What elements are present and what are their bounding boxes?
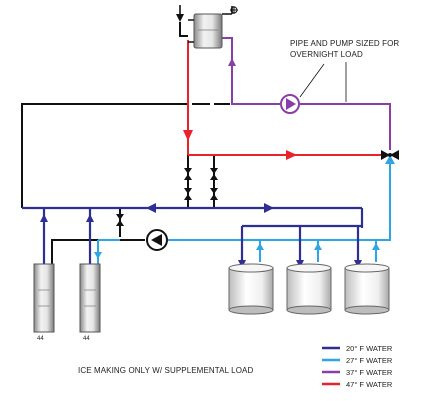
db-arrow-up-chiller1 [40, 214, 48, 222]
darkblue-piping [22, 206, 364, 265]
inlet-arrow-icon [176, 14, 184, 22]
pump-note-line1: PIPE AND PUMP SIZED FOR [290, 39, 399, 48]
chiller-1: 44 [33, 263, 55, 342]
lightblue-piping [97, 162, 391, 265]
legend: 20° F WATER 27° F WATER 37° F WATER 47° … [322, 344, 393, 389]
heat-exchanger [188, 13, 232, 49]
annotation-leaders [299, 62, 347, 102]
lb-arrow-up-3 [372, 243, 380, 250]
legend-label-37f: 37° F WATER [346, 368, 393, 377]
valve-pairs [116, 168, 218, 226]
ice-tank-2 [286, 263, 332, 315]
overnight-load-pump-icon [280, 94, 300, 114]
lb-arrow-down-chiller2 [94, 252, 102, 259]
lb-arrow-up-2 [314, 243, 322, 250]
pump-note-line2: OVERNIGHT LOAD [290, 50, 363, 59]
ice-tank-1 [228, 263, 274, 315]
legend-label-20f: 20° F WATER [346, 344, 393, 353]
three-way-valve-icon [381, 150, 399, 164]
red-flow-arrow-right [286, 150, 297, 160]
lb-arrow-up-1 [256, 243, 264, 250]
db-arrow-up-chiller2 [86, 214, 94, 222]
main-pump-icon [146, 229, 168, 251]
purple-flow-arrow-up [228, 58, 236, 66]
svg-text:44: 44 [83, 336, 90, 342]
legend-label-47f: 47° F WATER [346, 380, 393, 389]
db-arrow-right [264, 203, 274, 213]
chiller-2: 44 [79, 263, 101, 342]
legend-label-27f: 27° F WATER [346, 356, 393, 365]
svg-text:44: 44 [37, 336, 44, 342]
red-flow-arrow-down [183, 130, 193, 141]
ice-tank-3 [344, 263, 390, 315]
mode-caption: ICE MAKING ONLY W/ SUPPLEMENTAL LOAD [78, 366, 253, 375]
black-piping [21, 22, 230, 265]
db-arrow-left [146, 203, 156, 213]
purple-piping [222, 37, 391, 150]
